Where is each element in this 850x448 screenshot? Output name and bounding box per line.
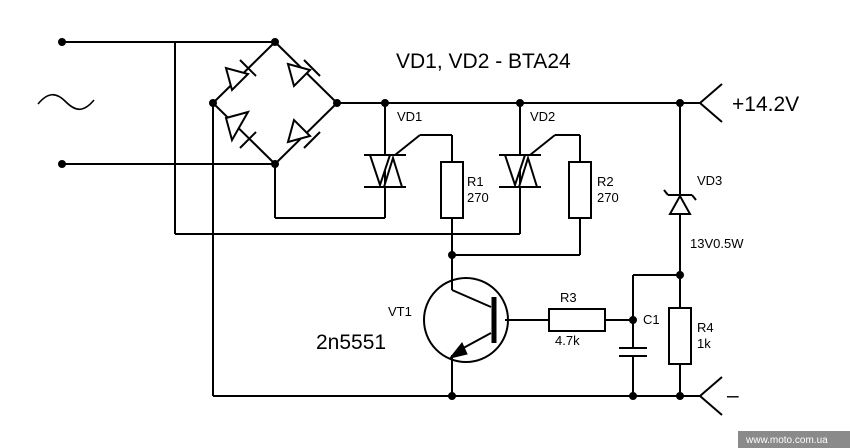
resistor-r2: R2 270 [448,135,619,259]
ac-return-wires [174,42,520,235]
output-negative-label: – [727,384,739,407]
watermark-text: www.moto.com.ua [745,435,828,446]
vt1-part: 2n5551 [316,331,386,354]
vt1-name: VT1 [388,304,412,319]
bridge-diode-4 [286,118,321,149]
resistor-r4: R4 1k [668,275,714,396]
thyristor-vd1: VD1 [364,103,452,218]
r3-name: R3 [560,290,577,305]
positive-rail: +14.2V [337,83,799,123]
negative-rail: – [212,103,739,416]
diagram-title: VD1, VD2 - BTA24 [396,50,571,73]
r1-value: 270 [467,190,489,205]
capacitor-c1: C1 [619,274,680,396]
c1-name: C1 [643,312,660,327]
zener-vd3: VD3 13V0.5W [663,103,744,279]
resistor-r1: R1 270 [440,135,489,275]
vd2-label: VD2 [530,109,555,124]
vd3-name: VD3 [697,173,722,188]
r4-name: R4 [697,320,714,335]
vd1-label: VD1 [397,109,422,124]
r4-value: 1k [697,336,711,351]
r1-name: R1 [467,174,484,189]
ac-input: ~ [37,38,275,168]
bridge-diode-1 [224,59,257,92]
r2-name: R2 [597,174,614,189]
bridge-diode-2 [286,59,321,88]
r2-value: 270 [597,190,619,205]
diode-bridge [209,38,341,168]
thyristor-vd2: VD2 [499,103,580,234]
r3-value: 4.7k [555,333,580,348]
output-positive-label: +14.2V [732,93,799,116]
vd3-value: 13V0.5W [690,236,744,251]
resistor-r3: R3 4.7k [505,290,633,348]
watermark: www.moto.com.ua [738,431,850,448]
transistor-vt1: VT1 2n5551 [316,275,509,396]
bridge-diode-3 [224,110,257,149]
